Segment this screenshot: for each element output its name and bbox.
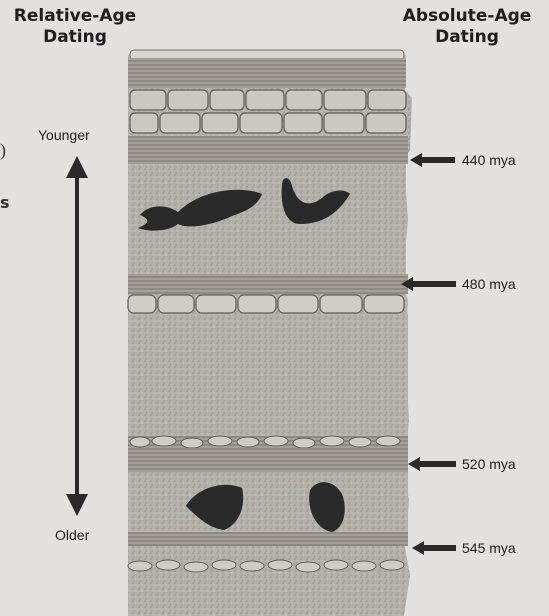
age-label-545: 545 mya: [462, 540, 516, 556]
trilobite-fossil-layer: [128, 472, 408, 532]
age-arrow-520: [408, 457, 456, 471]
age-arrow-545: [412, 541, 456, 555]
thick-sandstone-layer: [128, 314, 408, 436]
shale-layer-1: [128, 136, 408, 164]
age-arrow-440: [410, 153, 455, 167]
age-label-480: 480 mya: [462, 276, 516, 292]
age-pointer-arrows: [401, 153, 456, 555]
shale-layer-4: [128, 532, 408, 546]
top-brick-layer: [128, 50, 406, 88]
pebble-band: [128, 436, 408, 448]
relative-age-arrow: [66, 156, 88, 516]
age-label-520: 520 mya: [462, 456, 516, 472]
shale-layer-2: [128, 274, 408, 294]
age-label-440: 440 mya: [462, 152, 516, 168]
age-arrow-480: [401, 277, 456, 291]
shale-layer-3: [128, 448, 408, 472]
